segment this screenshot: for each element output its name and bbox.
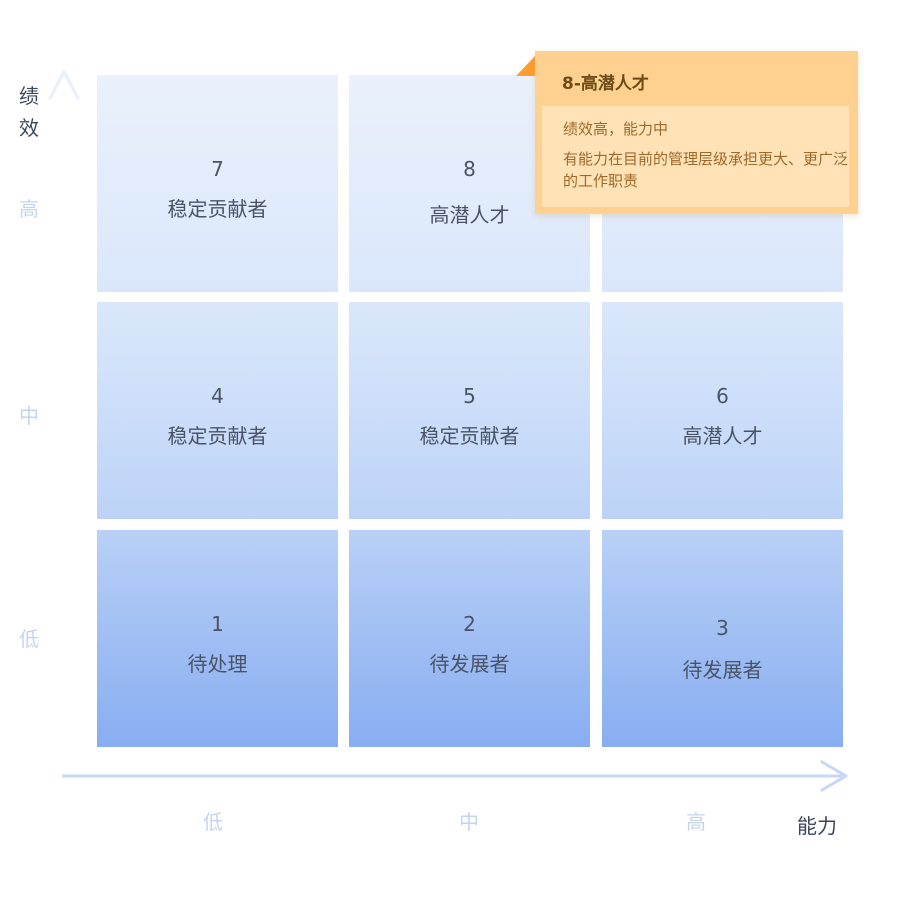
cell-label: 稳定贡献者 <box>419 424 520 448</box>
cell-number: 4 <box>211 384 224 408</box>
tooltip-summary: 绩效高，能力中 <box>563 120 669 138</box>
cell-1[interactable]: 1 待处理 <box>97 530 338 747</box>
cell-2[interactable]: 2 待发展者 <box>349 530 590 747</box>
cell-label: 稳定贡献者 <box>167 424 268 448</box>
y-level-mid: 中 <box>19 404 39 428</box>
cell-number: 8 <box>463 157 476 181</box>
tooltip-title: 8-高潜人才 <box>562 74 649 94</box>
y-level-low: 低 <box>19 627 39 651</box>
cell-label: 高潜人才 <box>682 424 763 448</box>
cell-6[interactable]: 6 高潜人才 <box>602 302 843 519</box>
cell-label: 待发展者 <box>682 658 763 682</box>
cell-tooltip: 8-高潜人才 绩效高，能力中 有能力在目前的管理层级承担更大、更广泛的工作职责 <box>535 51 858 214</box>
x-axis-arrow-icon <box>820 760 848 792</box>
cell-number: 3 <box>716 616 729 640</box>
x-axis-title: 能力 <box>797 814 837 838</box>
x-level-high: 高 <box>686 810 706 834</box>
cell-number: 5 <box>463 384 476 408</box>
cell-number: 1 <box>211 612 224 636</box>
cell-number: 7 <box>211 157 224 181</box>
cell-label: 待处理 <box>187 652 248 676</box>
cell-label: 待发展者 <box>429 652 510 676</box>
cell-7[interactable]: 7 稳定贡献者 <box>97 75 338 292</box>
tooltip-corner-mark <box>516 56 535 76</box>
cell-number: 2 <box>463 612 476 636</box>
tooltip-description: 有能力在目前的管理层级承担更大、更广泛的工作职责 <box>563 150 849 190</box>
cell-label: 高潜人才 <box>429 203 510 227</box>
y-axis-title-2: 效 <box>19 116 39 140</box>
cell-3[interactable]: 3 待发展者 <box>602 530 843 747</box>
y-axis-title-1: 绩 <box>19 84 39 108</box>
x-level-mid: 中 <box>459 810 479 834</box>
cell-label: 稳定贡献者 <box>167 197 268 221</box>
cell-5[interactable]: 5 稳定贡献者 <box>349 302 590 519</box>
y-axis-arrow-icon <box>48 70 80 100</box>
cell-number: 6 <box>716 384 729 408</box>
tooltip-body: 绩效高，能力中 有能力在目前的管理层级承担更大、更广泛的工作职责 <box>542 106 849 207</box>
cell-4[interactable]: 4 稳定贡献者 <box>97 302 338 519</box>
y-level-high: 高 <box>19 197 39 221</box>
x-level-low: 低 <box>203 810 223 834</box>
